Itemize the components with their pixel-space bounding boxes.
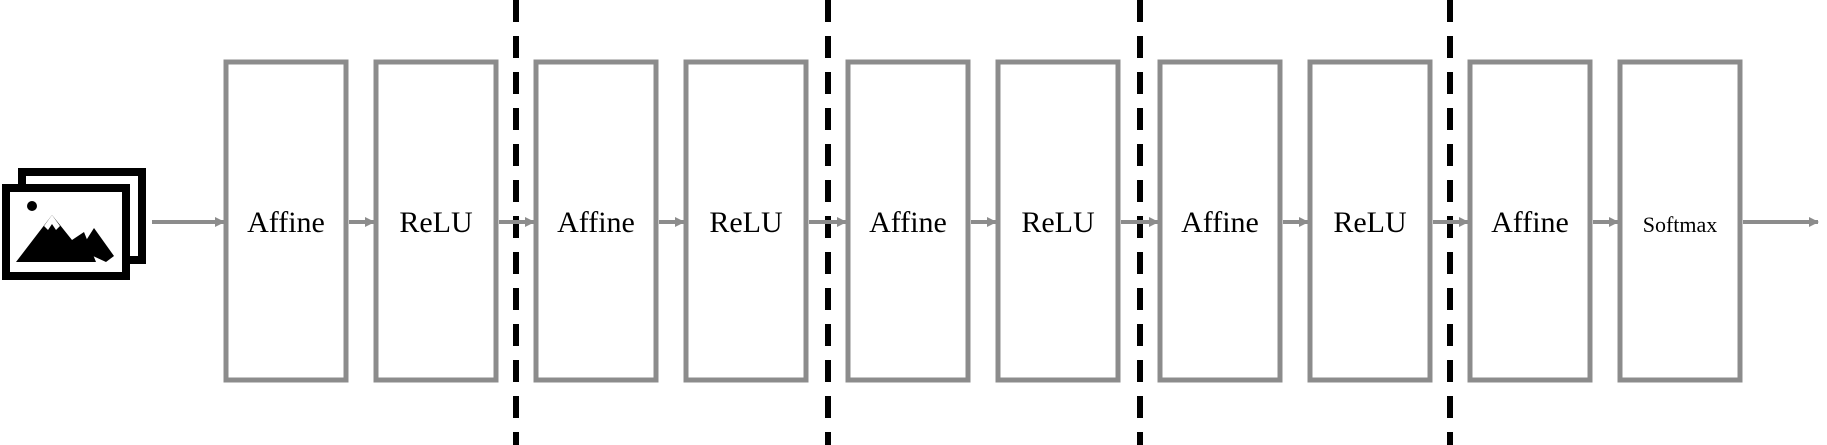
layer-affine-5: Affine [845, 59, 971, 383]
layer-box [223, 59, 349, 383]
layer-relu-2: ReLU [373, 59, 499, 383]
layer-affine-7: Affine [1157, 59, 1283, 383]
layer-relu-6: ReLU [995, 59, 1121, 383]
layer-box [995, 59, 1121, 383]
layer-box [1307, 59, 1433, 383]
layer-boxes: Affine ReLU Affine ReLU Affine ReLU Affine ReLU… [223, 59, 1743, 383]
layer-box [845, 59, 971, 383]
layer-label: Softmax [1643, 212, 1718, 237]
layer-label: Affine [1181, 206, 1259, 239]
layer-label: ReLU [399, 206, 473, 239]
layer-label: ReLU [1021, 206, 1095, 239]
layer-relu-4: ReLU [683, 59, 809, 383]
layer-box [373, 59, 499, 383]
layer-affine-9: Affine [1467, 59, 1593, 383]
layer-label: Affine [869, 206, 947, 239]
layer-box [683, 59, 809, 383]
image-stack-icon [2, 168, 146, 280]
layer-label: Affine [247, 206, 325, 239]
layer-label: ReLU [1333, 206, 1407, 239]
layer-box [1617, 59, 1743, 383]
layer-box [533, 59, 659, 383]
layer-label: ReLU [709, 206, 783, 239]
layer-label: Affine [1491, 206, 1569, 239]
layer-box [1467, 59, 1593, 383]
layer-affine-3: Affine [533, 59, 659, 383]
layer-affine-1: Affine [223, 59, 349, 383]
layer-label: Affine [557, 206, 635, 239]
layer-box [1157, 59, 1283, 383]
layer-relu-8: ReLU [1307, 59, 1433, 383]
layer-softmax-10: Softmax [1617, 59, 1743, 383]
